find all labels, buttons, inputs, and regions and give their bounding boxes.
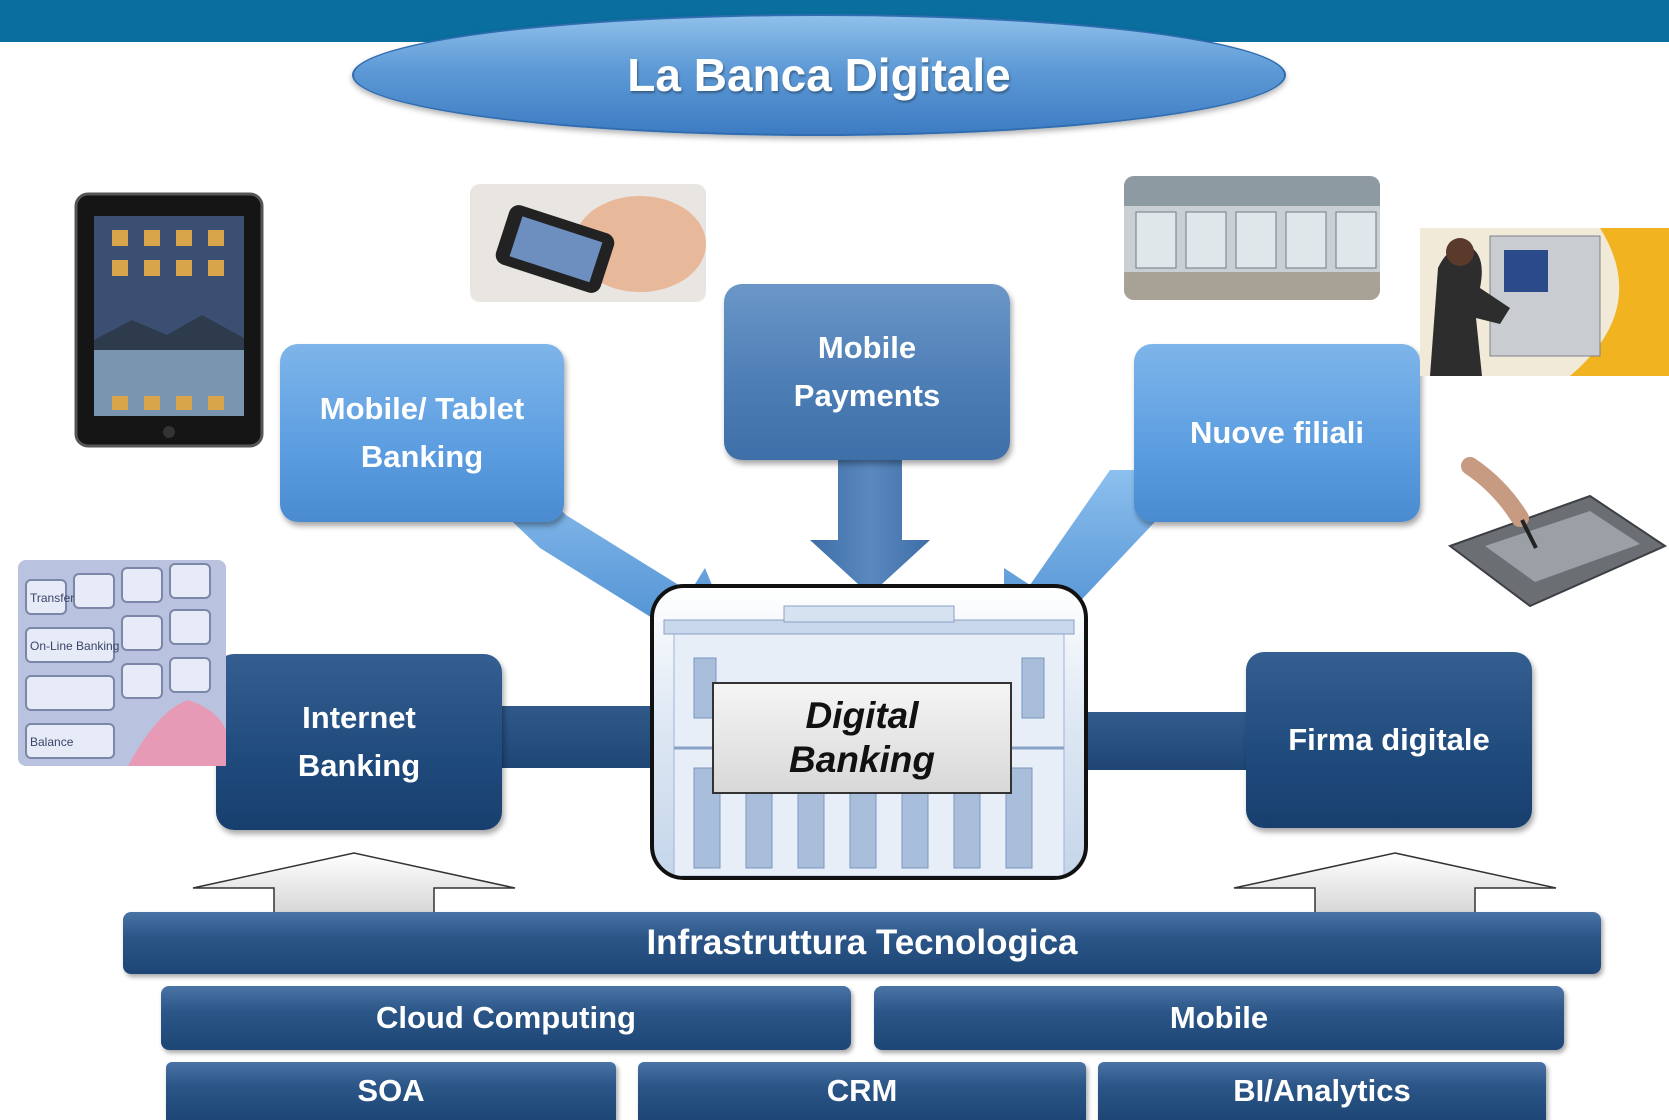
firma-digitale-box: Firma digitale (1246, 652, 1532, 828)
crm-label: CRM (826, 1073, 898, 1108)
infrastruttura-bar: Infrastruttura Tecnologica (123, 912, 1601, 974)
digital-banking-line1: Digital (805, 694, 919, 736)
arrow-mobile-payments (810, 455, 930, 595)
mobile-bar: Mobile (874, 986, 1564, 1050)
arrow-up-right (1233, 852, 1557, 915)
mobile-tablet-line1: Mobile/ Tablet (319, 390, 525, 426)
atm-woman-image (1420, 228, 1669, 376)
mobile-payments-line2: Payments (793, 378, 941, 413)
mobile-payments-box: Mobile Payments (724, 284, 1010, 460)
keyboard-key-transfer: Transfer (30, 591, 74, 605)
internet-banking-line1: Internet (302, 699, 416, 735)
bi-analytics-label: BI/Analytics (1233, 1073, 1411, 1108)
bi-analytics-bar: BI/Analytics (1098, 1062, 1546, 1120)
page-title: La Banca Digitale (627, 49, 1011, 101)
branch-office-image (1124, 176, 1380, 300)
nuove-filiali-label: Nuove filiali (1190, 414, 1364, 450)
keyboard-key-online-banking: On-Line Banking (30, 639, 119, 653)
nuove-filiali-box: Nuove filiali (1134, 344, 1420, 522)
signature-pad-image (1440, 456, 1669, 622)
internet-banking-line2: Banking (297, 748, 421, 783)
digital-banking-line2: Banking (789, 739, 935, 780)
infrastruttura-label: Infrastruttura Tecnologica (646, 923, 1078, 962)
arrow-firma-digitale (1035, 690, 1250, 792)
firma-digitale-label: Firma digitale (1288, 721, 1490, 757)
tablet-image (74, 192, 264, 448)
title-oval: La Banca Digitale (352, 14, 1286, 136)
keyboard-image: Transfer On-Line Banking Balance (18, 560, 226, 766)
mobile-payments-line1: Mobile (817, 329, 917, 365)
internet-banking-box: Internet Banking (216, 654, 502, 830)
mobile-tablet-line2: Banking (360, 439, 484, 474)
crm-bar: CRM (638, 1062, 1086, 1120)
soa-bar: SOA (166, 1062, 616, 1120)
phone-hand-image (470, 184, 706, 302)
mobile-tablet-banking-box: Mobile/ Tablet Banking (280, 344, 564, 522)
arrow-up-left (192, 852, 516, 915)
cloud-computing-label: Cloud Computing (376, 1000, 636, 1035)
mobile-label: Mobile (1169, 1000, 1269, 1035)
soa-label: SOA (357, 1073, 425, 1108)
cloud-computing-bar: Cloud Computing (161, 986, 851, 1050)
digital-banking-label: Digital Banking (712, 682, 1012, 794)
keyboard-key-balance: Balance (30, 735, 74, 749)
